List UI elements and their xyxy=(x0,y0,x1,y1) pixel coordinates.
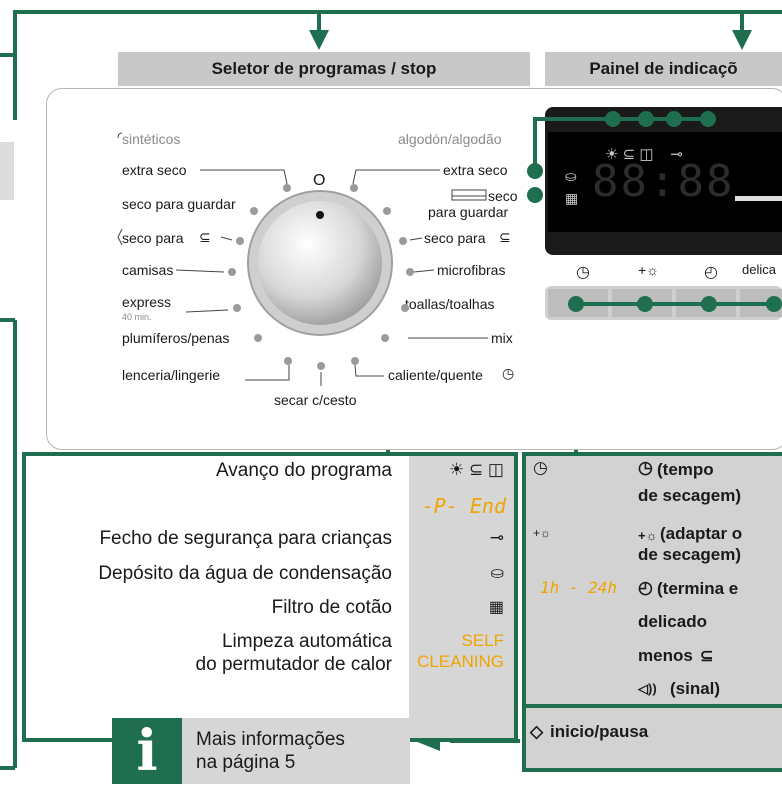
self-cleaning-label: CLEANING xyxy=(417,652,504,671)
program-label: secar c/cesto xyxy=(274,392,357,408)
adjust-icon: +☼ xyxy=(533,526,552,540)
timer-icon: ◷ xyxy=(638,458,653,477)
info-text-line1: Mais informações xyxy=(196,729,345,750)
legend-right-label: (sinal) xyxy=(670,679,721,698)
program-label: seco para guardar xyxy=(122,196,236,212)
marker-dot xyxy=(638,111,654,127)
legend-right-box xyxy=(522,452,782,772)
iron-icon: ⊆ xyxy=(199,229,211,245)
marker-dot xyxy=(527,163,543,179)
selector-dot xyxy=(406,268,414,276)
program-label: seco xyxy=(488,188,518,204)
legend-label: Fecho de segurança para crianças xyxy=(99,528,392,549)
legend-right-label: de secagem) xyxy=(638,486,741,505)
program-sublabel: 40 min. xyxy=(122,312,152,322)
selector-dot xyxy=(233,304,241,312)
start-pause-label: inicio/pausa xyxy=(550,722,649,741)
water-tank-icon: ⛀ xyxy=(490,565,504,582)
marker-dot xyxy=(605,111,621,127)
self-cleaning-label: SELF xyxy=(461,631,504,650)
legend-right-divider xyxy=(522,704,782,708)
lint-filter-icon: ▦ xyxy=(488,599,504,616)
adjust-icon: +☼ xyxy=(638,262,660,278)
side-tab xyxy=(0,142,14,200)
marker-dot xyxy=(666,111,682,127)
cotton-group-label: algodón/algodão xyxy=(398,131,502,147)
program-label: seco para xyxy=(122,230,184,246)
program-selector-header: Seletor de programas / stop xyxy=(118,52,530,86)
iron-icon: ⊆ xyxy=(700,648,714,665)
lcd-digits: 88:88 xyxy=(592,156,735,207)
program-dial[interactable] xyxy=(245,188,395,338)
marker-dot xyxy=(701,296,717,312)
legend-right-label: de secagem) xyxy=(638,545,741,564)
hours-range: 1h - 24h xyxy=(540,578,618,597)
off-symbol: O xyxy=(313,172,326,189)
lcd-icons-left: ⛀▦ xyxy=(565,168,579,206)
info-icon: i xyxy=(112,718,182,784)
end-time-icon: ◴ xyxy=(704,264,718,281)
end-time-icon: ◴ xyxy=(638,578,653,597)
legend-label: do permutador de calor xyxy=(195,654,392,675)
program-label: plumíferos/penas xyxy=(122,330,230,346)
end-indicator: -P- End xyxy=(421,494,506,518)
program-label: caliente/quente xyxy=(388,367,483,383)
marker-dot xyxy=(568,296,584,312)
marker-dot xyxy=(527,187,543,203)
lcd-bar xyxy=(735,196,782,201)
legend-label: Limpeza automática xyxy=(221,631,392,652)
start-pause-icon: ◇ xyxy=(530,722,544,741)
program-label: lenceria/lingerie xyxy=(122,367,221,383)
program-label: extra seco xyxy=(122,162,187,178)
selector-dot xyxy=(401,304,409,312)
selector-dot xyxy=(236,237,244,245)
legend-right-label: (adaptar o xyxy=(660,524,743,543)
iron-icon: ⊆ xyxy=(499,229,511,245)
display-panel-header: Painel de indicaçõ xyxy=(545,52,782,86)
program-label: seco para xyxy=(424,230,486,246)
program-label: toallas/toalhas xyxy=(405,296,495,312)
selector-dot xyxy=(399,237,407,245)
lcd-icons-top: ☀ ⊆ ◫ ⊸ xyxy=(605,146,683,163)
program-label: para guardar xyxy=(428,204,509,220)
legend-right-label: delicado xyxy=(638,612,707,631)
selector-dot xyxy=(351,357,359,365)
legend-right-label: menos xyxy=(638,646,693,665)
selector-dot xyxy=(284,357,292,365)
adjust-icon: +☼ xyxy=(638,528,658,543)
legend-right-label: (tempo xyxy=(657,460,714,479)
selector-dot xyxy=(228,268,236,276)
selector-dot xyxy=(350,184,358,192)
program-label: mix xyxy=(491,330,513,346)
sound-icon: ◁)) xyxy=(638,681,657,696)
selector-dot xyxy=(381,334,389,342)
legend-right-label: (termina e xyxy=(657,579,739,598)
marker-dot xyxy=(700,111,716,127)
program-label: microfibras xyxy=(437,262,506,278)
program-label: extra seco xyxy=(443,162,508,178)
info-text-line2: na página 5 xyxy=(196,752,296,773)
program-label: express xyxy=(122,294,172,310)
selector-dot xyxy=(250,207,258,215)
delicate-label: delica xyxy=(742,262,776,277)
marker-dot xyxy=(766,296,782,312)
selector-dot xyxy=(283,184,291,192)
synthetics-group-label: sintéticos xyxy=(122,131,181,147)
legend-symbol-column xyxy=(409,456,514,738)
program-label: camisas xyxy=(122,262,174,278)
selector-dot xyxy=(383,207,391,215)
legend-label: Depósito da água de condensação xyxy=(98,563,392,584)
legend-label: Filtro de cotão xyxy=(271,597,392,618)
legend-label: Avanço do programa xyxy=(215,460,392,481)
selector-dot xyxy=(317,362,325,370)
selector-dot xyxy=(254,334,262,342)
timer-icon: ◷ xyxy=(502,365,515,381)
child-lock-icon: ⊸ xyxy=(489,528,504,547)
marker-dot xyxy=(637,296,653,312)
progress-icons: ☀ ⊆ ◫ xyxy=(449,460,504,479)
timer-icon: ◷ xyxy=(533,458,548,477)
timer-icon: ◷ xyxy=(576,264,590,281)
